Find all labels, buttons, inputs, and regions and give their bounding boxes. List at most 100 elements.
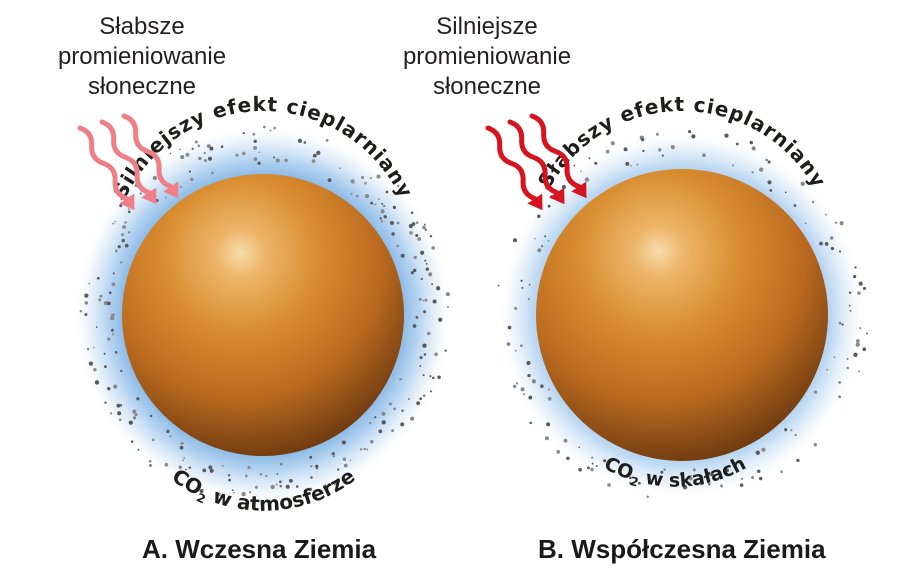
particle (209, 146, 214, 151)
particle (417, 237, 422, 241)
arrowhead (119, 193, 135, 211)
particle (429, 235, 433, 238)
particle (124, 221, 127, 224)
particle (401, 409, 404, 412)
particle (419, 356, 423, 360)
particle (520, 344, 523, 348)
particle (761, 447, 766, 452)
particle (166, 429, 170, 434)
radiation-wave (121, 113, 174, 190)
particle (120, 369, 123, 373)
particle (350, 179, 355, 184)
particle (595, 465, 598, 468)
particle (699, 481, 704, 486)
particle (279, 480, 282, 484)
particle (392, 205, 397, 210)
particle (528, 395, 533, 400)
particle (116, 403, 121, 408)
caption-early-earth: A. Wczesna Ziemia (142, 534, 377, 564)
particle (661, 154, 664, 157)
particle (833, 356, 836, 359)
particle (841, 323, 844, 326)
particle (826, 368, 829, 371)
particle (733, 461, 737, 466)
particle (381, 411, 386, 416)
particle (370, 201, 374, 205)
particle (769, 189, 773, 192)
particle (537, 214, 541, 219)
particle (208, 465, 213, 470)
particle (735, 142, 739, 146)
particle (191, 147, 194, 150)
particle (360, 175, 365, 180)
particle (202, 468, 207, 473)
particle (429, 375, 432, 378)
particle (636, 163, 639, 166)
particle (217, 492, 221, 497)
particle (424, 228, 428, 231)
particle (379, 217, 382, 220)
particle (315, 467, 318, 470)
particle (720, 485, 723, 488)
particle (447, 306, 449, 308)
radiation-wave (485, 125, 538, 202)
particle (127, 231, 131, 234)
particle (310, 476, 313, 479)
particle (512, 384, 517, 389)
particle (114, 220, 117, 223)
strong-radiation-label: Silniejsze promieniowanie słoneczne (402, 13, 572, 100)
particle (107, 337, 111, 341)
particle (412, 268, 417, 273)
particle (185, 152, 190, 157)
caption-modern-earth: B. Współczesna Ziemia (538, 534, 826, 564)
particle (419, 397, 423, 401)
particle (427, 331, 431, 336)
particle (794, 433, 797, 437)
particle (740, 477, 744, 480)
particle (184, 468, 187, 471)
particle (84, 301, 89, 305)
particle (689, 476, 693, 481)
panel-early-earth: Silniejszy efekt cieplarniany CO2 w atmo… (73, 92, 453, 516)
particle (393, 407, 397, 411)
particle (388, 402, 393, 406)
particle (629, 476, 632, 480)
particle (369, 439, 374, 444)
particle (93, 368, 97, 372)
particle (327, 178, 332, 182)
particle (420, 250, 425, 255)
particle (190, 177, 194, 182)
particle (556, 450, 561, 454)
particle (242, 151, 246, 156)
particle (258, 151, 261, 154)
particle (380, 209, 385, 214)
particle (819, 241, 823, 246)
particle (349, 459, 352, 462)
particle (531, 379, 537, 384)
particle (527, 373, 531, 378)
particle (363, 447, 366, 451)
particle (859, 327, 862, 330)
particle (707, 473, 711, 477)
particle (855, 338, 860, 343)
particle (422, 374, 425, 377)
particle (124, 243, 129, 248)
particle (381, 420, 386, 425)
particle (381, 202, 384, 205)
particle (642, 149, 645, 153)
particle (623, 147, 628, 152)
particle (284, 158, 288, 163)
particle (276, 473, 279, 475)
particle (660, 470, 664, 474)
particle (149, 414, 153, 418)
particle (132, 409, 137, 414)
particle (410, 416, 415, 421)
particle (288, 478, 293, 483)
particle (523, 393, 526, 396)
particle (273, 126, 277, 130)
particle (561, 185, 566, 189)
particle (311, 159, 316, 163)
particle (295, 485, 299, 488)
particle (96, 276, 100, 280)
particle (194, 140, 198, 144)
